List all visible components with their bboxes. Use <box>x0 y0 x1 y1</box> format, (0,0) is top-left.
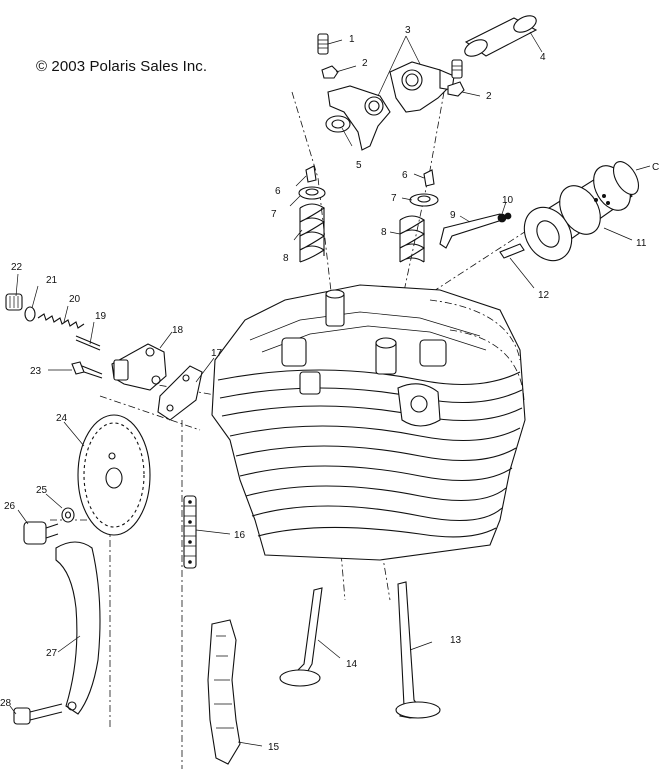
valve-keepers-left <box>305 165 317 183</box>
callout-11: 11 <box>636 238 647 249</box>
copyright-notice: © 2003 Polaris Sales Inc. <box>36 58 208 75</box>
callout-18: 18 <box>172 325 184 336</box>
callout-5: 5 <box>356 160 362 171</box>
cam-chain-tensioner <box>111 343 167 391</box>
spring-retainer-left <box>298 186 326 200</box>
cam-chain <box>183 495 197 569</box>
valve-keepers-right <box>423 169 435 187</box>
sealing-bolt <box>5 293 23 311</box>
callout-20: 20 <box>69 294 81 305</box>
cylinder-head <box>211 284 526 561</box>
callout-10: 10 <box>502 195 514 206</box>
rocker-arm-left <box>327 85 391 151</box>
callout-13: 13 <box>450 635 462 646</box>
callout-14: 14 <box>346 659 358 670</box>
thrust-washer <box>325 115 351 133</box>
callout-12: 12 <box>538 290 550 301</box>
callout-6: 6 <box>402 170 408 181</box>
callout-4: 4 <box>540 52 546 63</box>
callout-23: 23 <box>30 366 42 377</box>
rocker-shaft <box>464 15 538 57</box>
callout-24: 24 <box>56 413 68 424</box>
callout-17: 17 <box>211 348 223 359</box>
callout-7: 7 <box>271 209 277 220</box>
callout-9: 9 <box>450 210 456 221</box>
callout-16: 16 <box>234 530 246 541</box>
decompression-lever <box>439 213 503 249</box>
callout-leaders <box>9 31 651 747</box>
callout-27: 27 <box>46 648 58 659</box>
tensioner-gasket <box>157 365 203 421</box>
sprocket-washer <box>61 507 75 523</box>
callout-2: 2 <box>362 58 368 69</box>
decompression-spring <box>497 212 512 223</box>
exhaust-valve <box>395 581 441 719</box>
adjuster-screw-right <box>451 59 463 79</box>
camshaft <box>523 161 640 262</box>
rocker-arm-right <box>389 61 455 113</box>
sealing-washer <box>24 306 36 322</box>
callout-26: 26 <box>4 501 16 512</box>
adjuster-screw <box>317 33 329 55</box>
chain-guide-rear <box>55 541 101 715</box>
callout-3: 3 <box>405 25 411 36</box>
callout-C: C <box>652 162 659 173</box>
callout-labels: 1 2 2 3 4 5 6 6 7 7 8 8 9 10 11 12 13 14… <box>0 25 659 753</box>
callout-22: 22 <box>11 262 23 273</box>
tensioner-plunger-rod <box>75 335 101 351</box>
tensioner-spring <box>37 313 85 329</box>
tensioner-bolt <box>71 361 103 379</box>
callout-8: 8 <box>283 253 289 264</box>
callout-8: 8 <box>381 227 387 238</box>
guide-pivot-bolt <box>13 703 63 725</box>
valve-spring-right <box>399 215 425 263</box>
callout-28: 28 <box>0 698 12 709</box>
spring-retainer-right <box>409 193 439 207</box>
valve-spring-left <box>299 203 325 263</box>
callout-2: 2 <box>486 91 492 102</box>
camshaft-pin <box>499 243 525 259</box>
callout-19: 19 <box>95 311 107 322</box>
chain-guide-front <box>207 619 241 765</box>
sprocket-bolt <box>23 521 59 545</box>
lock-nut-right <box>447 81 465 97</box>
cam-sprocket <box>77 414 151 536</box>
callout-7: 7 <box>391 193 397 204</box>
callout-21: 21 <box>46 275 58 286</box>
lock-nut-left <box>321 65 339 79</box>
callout-15: 15 <box>268 742 280 753</box>
callout-6: 6 <box>275 186 281 197</box>
intake-valve <box>279 587 323 687</box>
callout-25: 25 <box>36 485 48 496</box>
callout-1: 1 <box>349 34 355 45</box>
